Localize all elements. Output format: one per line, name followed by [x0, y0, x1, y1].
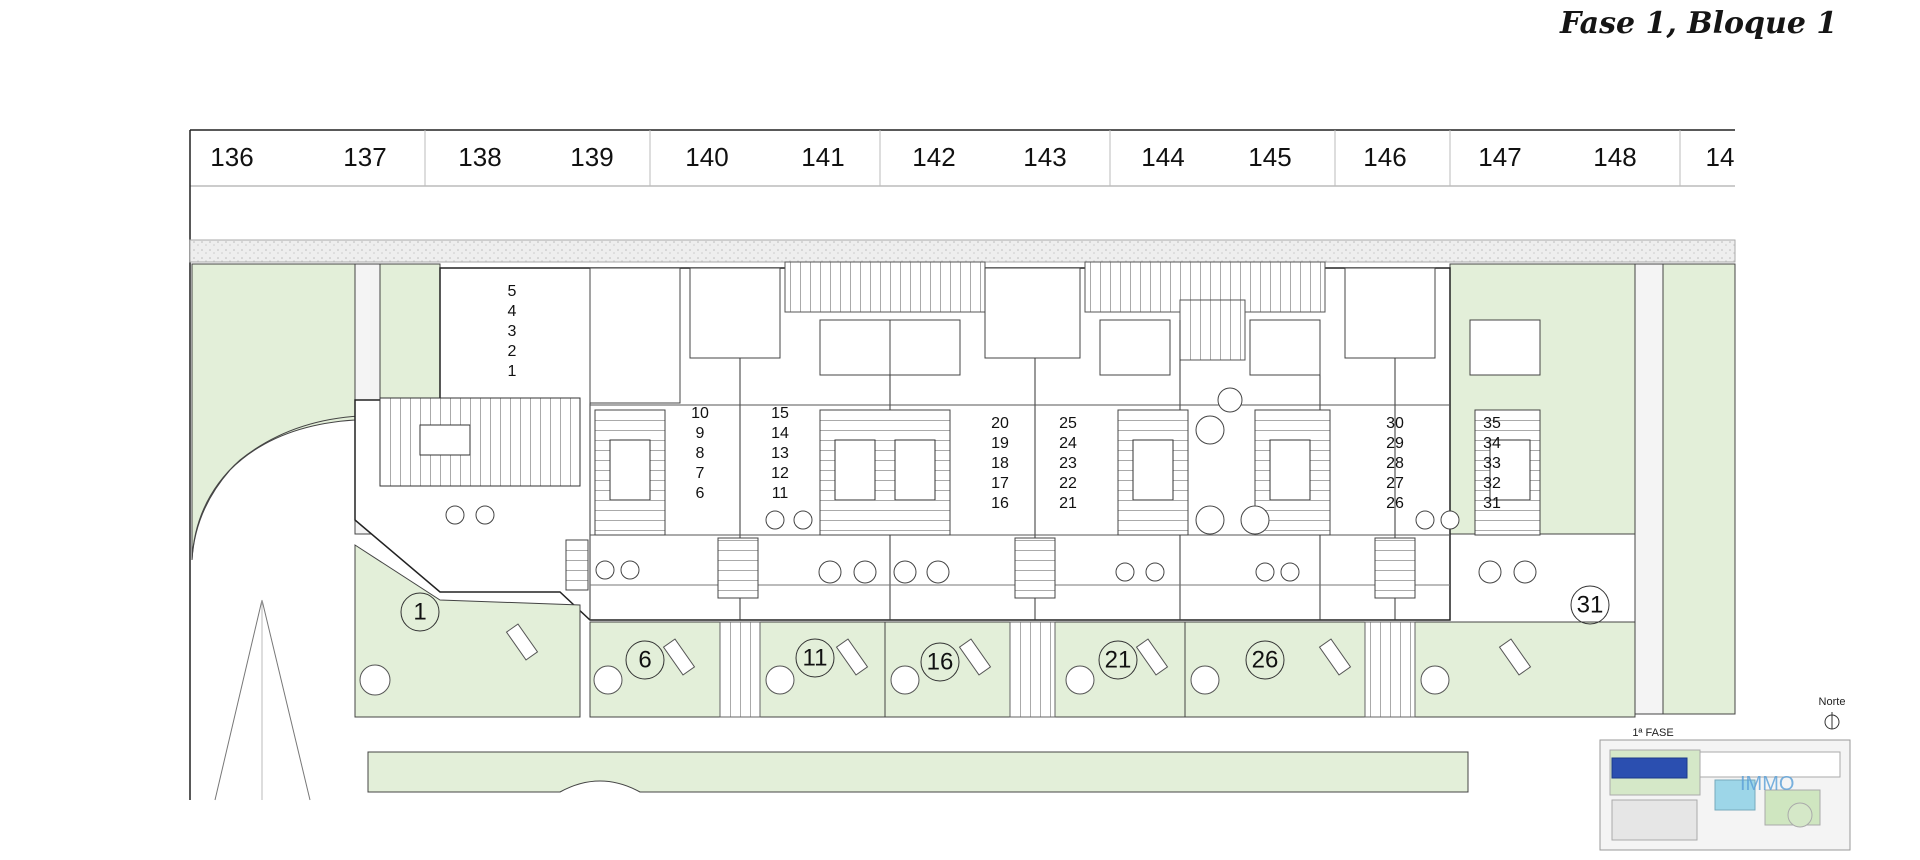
garden-number: 1	[413, 598, 426, 625]
parcel-number: 14	[1706, 142, 1735, 172]
unit-number: 20	[991, 415, 1009, 432]
unit-number: 17	[991, 475, 1009, 492]
unit-number-stacks: 5432110987615141312112019181716252423222…	[508, 283, 1501, 512]
bottom-green-strip	[367, 751, 1469, 793]
north-label: Norte	[1819, 696, 1846, 708]
road-strip	[189, 239, 1736, 263]
unit-number: 29	[1386, 435, 1404, 452]
unit-number: 32	[1483, 475, 1501, 492]
garden-marker	[920, 642, 960, 682]
parcel-number: 138	[458, 142, 501, 172]
unit-number: 31	[1483, 495, 1501, 512]
garden-marker	[400, 592, 440, 632]
unit-number: 16	[991, 495, 1009, 512]
garden-number: 26	[1252, 646, 1279, 673]
garden-marker	[1245, 640, 1285, 680]
phase-title: Fase 1, Bloque 1	[1560, 6, 1838, 41]
unit-number: 27	[1386, 475, 1404, 492]
unit-number: 7	[696, 465, 705, 482]
garden-number: 31	[1577, 591, 1604, 618]
unit-number: 13	[771, 445, 789, 462]
garden-marker	[625, 640, 665, 680]
parcel-number: 136	[210, 142, 253, 172]
unit-number: 5	[508, 283, 517, 300]
unit-number: 34	[1483, 435, 1501, 452]
parcel-number: 139	[570, 142, 613, 172]
parcel-number: 142	[912, 142, 955, 172]
parcel-number: 143	[1023, 142, 1066, 172]
unit-number: 19	[991, 435, 1009, 452]
parcel-number: 145	[1248, 142, 1291, 172]
unit-number: 23	[1059, 455, 1077, 472]
unit-number: 2	[508, 343, 517, 360]
garden-marker	[1570, 585, 1610, 625]
unit-number: 28	[1386, 455, 1404, 472]
key-plan: 1ª FASE IMMO	[1599, 727, 1851, 851]
unit-number: 1	[508, 363, 517, 380]
unit-number: 18	[991, 455, 1009, 472]
garden-number: 16	[927, 648, 954, 675]
unit-number: 12	[771, 465, 789, 482]
unit-number: 10	[691, 405, 709, 422]
unit-number: 24	[1059, 435, 1077, 452]
garden-number: 6	[638, 646, 651, 673]
garden-number: 21	[1105, 646, 1132, 673]
unit-number: 30	[1386, 415, 1404, 432]
garden-marker	[795, 638, 835, 678]
unit-number: 3	[508, 323, 517, 340]
parcel-number: 137	[343, 142, 386, 172]
unit-number: 9	[696, 425, 705, 442]
parcel-number: 147	[1478, 142, 1521, 172]
parcel-number: 148	[1593, 142, 1636, 172]
left-green-area	[191, 263, 441, 801]
parcel-number: 144	[1141, 142, 1184, 172]
parcel-number: 146	[1363, 142, 1406, 172]
private-gardens	[354, 544, 1636, 718]
unit-number: 4	[508, 303, 517, 320]
unit-number: 35	[1483, 415, 1501, 432]
unit-number: 6	[696, 485, 705, 502]
watermark: IMMO	[1740, 773, 1794, 795]
garden-number: 11	[803, 644, 828, 671]
unit-number: 21	[1059, 495, 1077, 512]
unit-number: 33	[1483, 455, 1501, 472]
garden-marker	[1098, 640, 1138, 680]
phase-label: 1ª FASE	[1632, 727, 1673, 739]
unit-number: 15	[771, 405, 789, 422]
unit-number: 25	[1059, 415, 1077, 432]
unit-number: 8	[696, 445, 705, 462]
unit-number: 14	[771, 425, 789, 442]
unit-number: 26	[1386, 495, 1404, 512]
parcel-number: 141	[801, 142, 844, 172]
parcel-number: 140	[685, 142, 728, 172]
north-marker: Norte	[1819, 696, 1846, 730]
unit-number: 22	[1059, 475, 1077, 492]
building-footprint	[354, 261, 1541, 621]
plants	[445, 387, 1537, 584]
unit-number: 11	[772, 485, 789, 502]
